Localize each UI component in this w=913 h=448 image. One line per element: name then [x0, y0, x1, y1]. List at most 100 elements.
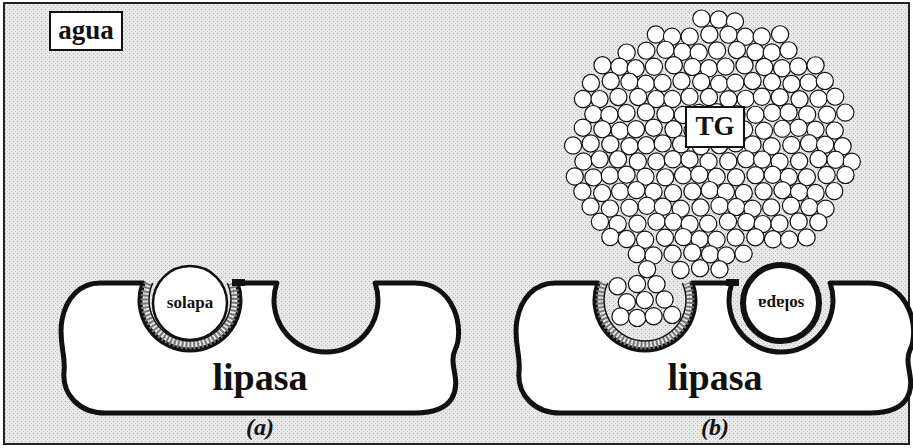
lining-edge	[604, 283, 686, 341]
lipid-molecule	[654, 74, 671, 91]
lipid-molecule	[638, 42, 655, 59]
panel-label-holder: (b)	[701, 414, 729, 440]
lipid-molecule	[735, 184, 752, 201]
enzyme-name: lipasa	[212, 357, 307, 399]
lipid-molecule	[665, 121, 682, 138]
lipid-molecule	[737, 28, 754, 45]
lipid-molecule	[648, 276, 665, 293]
lipid-molecule	[601, 200, 618, 217]
lipid-molecule	[827, 88, 844, 105]
lipid-molecule	[727, 169, 744, 186]
lipid-molecule	[735, 245, 752, 262]
lipid-molecule	[654, 135, 671, 152]
lipid-molecule	[630, 88, 647, 105]
lipid-molecule	[817, 200, 834, 217]
enzyme-name: lipasa	[667, 357, 762, 399]
lipid-molecule	[781, 231, 798, 248]
lipid-molecule	[645, 183, 662, 200]
lipid-molecule	[771, 26, 788, 43]
lipid-molecule	[664, 184, 681, 201]
lipid-molecule	[700, 153, 717, 170]
lipid-molecule	[826, 122, 843, 139]
lipid-molecule	[638, 137, 655, 154]
lipid-molecule	[692, 199, 709, 216]
lipid-molecule	[681, 28, 698, 45]
lipid-molecule	[763, 138, 780, 155]
lipid-molecule	[826, 182, 843, 199]
lipid-molecule	[654, 198, 671, 215]
lipid-molecule	[648, 153, 665, 170]
lipid-molecule	[585, 105, 602, 122]
medium-label-box: agua	[49, 11, 123, 51]
lipid-molecule	[764, 231, 781, 248]
lipid-molecule	[645, 247, 662, 264]
lipid-molecule	[780, 104, 797, 121]
panel-label: (a)	[246, 414, 274, 440]
panel-label: (b)	[701, 414, 729, 440]
lipid-molecule	[774, 120, 791, 137]
lipid-molecule	[727, 229, 744, 246]
lipid-molecule	[690, 44, 707, 61]
lipid-molecule	[754, 215, 771, 232]
lipid-molecule	[627, 60, 644, 77]
lipid-molecule	[755, 122, 772, 139]
lipase-shape	[61, 283, 459, 413]
lipid-molecule	[609, 151, 626, 168]
lipid-molecule	[594, 57, 611, 74]
lipid-molecule	[618, 44, 635, 61]
lipid-molecule	[681, 215, 698, 232]
lipid-molecule	[681, 88, 698, 105]
lid-circle: solapa	[736, 258, 826, 348]
lipid-molecule	[747, 229, 764, 246]
lipid-molecule	[664, 245, 681, 262]
lipid-molecule	[672, 261, 689, 278]
lid-name: solapa	[758, 294, 804, 313]
lipid-molecule	[807, 121, 824, 138]
lining-edge	[149, 283, 231, 341]
lipid-molecule	[771, 153, 788, 170]
lipid-molecule	[818, 106, 835, 123]
lipid-molecule	[591, 151, 608, 168]
lipid-molecule	[708, 231, 725, 248]
lipid-molecule	[601, 106, 618, 123]
lipid-molecule	[673, 72, 690, 89]
lipid-molecule	[638, 261, 655, 278]
lipid-molecule	[791, 91, 808, 108]
lipid-molecule	[675, 167, 692, 184]
lipid-molecule	[747, 167, 764, 184]
lipid-molecule	[764, 166, 781, 183]
lipid-molecule	[737, 90, 754, 107]
lipid-molecule	[648, 213, 665, 230]
lid-circle-shape	[153, 266, 227, 340]
lipid-molecule	[701, 182, 718, 199]
lipid-molecule	[736, 57, 753, 74]
lipid-molecule	[665, 57, 682, 74]
lipid-molecule	[747, 106, 764, 123]
lipid-molecule	[744, 72, 761, 89]
lipid-molecule	[594, 121, 611, 138]
lipid-molecule	[672, 200, 689, 217]
lipid-molecule	[764, 104, 781, 121]
lipid-molecule	[720, 26, 737, 43]
lipid-molecule	[834, 138, 851, 155]
lipid-molecule	[684, 58, 701, 75]
lid-circle: solapa	[146, 259, 234, 347]
lipid-molecule	[684, 244, 701, 261]
lipid-molecule	[691, 166, 708, 183]
lipase-shape	[516, 283, 913, 413]
lipid-molecule	[645, 119, 662, 136]
lipid-molecule	[648, 90, 665, 107]
lipid-molecule	[574, 183, 591, 200]
lipid-molecule	[637, 75, 654, 92]
lipid-molecule	[816, 72, 833, 89]
lipid-molecule	[637, 168, 654, 185]
lipid-molecule	[791, 183, 808, 200]
lipid-molecule	[566, 168, 583, 185]
lipid-molecule	[693, 10, 710, 27]
lipid-molecule	[708, 168, 725, 185]
lipid-molecule	[717, 58, 734, 75]
lipid-molecule	[629, 153, 646, 170]
lipid-molecule	[799, 106, 816, 123]
lipid-molecule	[657, 169, 674, 186]
